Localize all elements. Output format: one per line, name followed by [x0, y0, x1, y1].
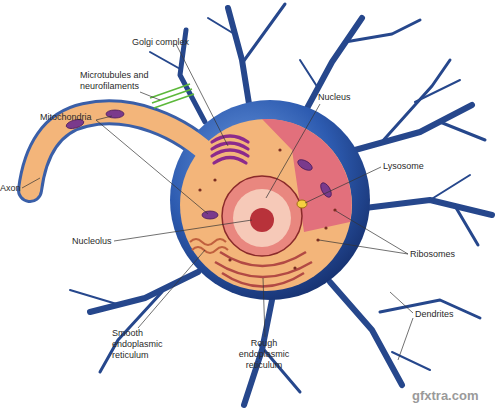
part-label: Golgi complex — [132, 37, 222, 48]
leader-lines — [22, 44, 413, 360]
leader-line — [319, 240, 408, 254]
part-label: Dendrites — [415, 309, 485, 320]
nucleus — [222, 176, 302, 256]
dendrite — [70, 290, 120, 305]
leader-line — [140, 92, 160, 100]
golgi-complex — [212, 136, 248, 163]
ribosomes — [198, 148, 336, 269]
golgi-cisterna — [212, 136, 248, 142]
ribosome — [293, 266, 296, 269]
part-label: Rough endoplasmic reticulum — [236, 338, 292, 371]
leader-line — [138, 250, 205, 328]
leader-line — [266, 104, 320, 198]
part-label: Mitochondria — [40, 112, 110, 123]
leader-line — [336, 211, 408, 254]
ribosome — [324, 226, 327, 229]
part-label: Axon — [0, 183, 40, 194]
watermark: gfxtra.com — [412, 388, 498, 403]
dendrite — [345, 20, 420, 42]
ribosome — [278, 148, 281, 151]
dendrite — [440, 122, 485, 140]
part-label: Nucleus — [318, 92, 378, 103]
dendrites — [70, 4, 492, 405]
ribosome — [228, 258, 231, 261]
microtubule — [154, 94, 194, 108]
leader-line — [96, 116, 112, 120]
ribosome — [213, 178, 216, 181]
part-label: Smooth endoplasmic reticulum — [112, 328, 166, 361]
dendrite — [365, 200, 492, 215]
leader-line — [176, 44, 228, 146]
golgi-cisterna — [214, 158, 246, 164]
dendrite — [208, 18, 236, 35]
mitochondrion — [319, 181, 334, 199]
part-label: Nucleolus — [72, 236, 132, 247]
mitochondrion — [202, 211, 218, 219]
dendrite — [415, 80, 460, 102]
dendrite — [330, 282, 402, 385]
part-label: Microtubules and neurofilaments — [80, 70, 164, 92]
leader-line — [114, 220, 252, 241]
axon-core — [30, 112, 215, 190]
rough-er — [215, 252, 312, 287]
leader-line — [22, 178, 40, 188]
er-membrane — [215, 262, 312, 277]
leader-line — [263, 278, 265, 337]
dendrite — [455, 206, 478, 245]
dendrite — [243, 4, 285, 62]
part-label: Ribosomes — [410, 249, 480, 260]
golgi-cisterna — [212, 143, 248, 149]
dendrite — [300, 60, 318, 88]
golgi-cisterna — [212, 150, 248, 156]
dendrite — [392, 352, 430, 370]
dendrite — [90, 272, 198, 312]
microtubules — [150, 84, 194, 108]
leader-line — [398, 318, 413, 360]
smooth-er — [190, 239, 228, 253]
mitochondrion — [296, 158, 314, 173]
part-label: Lysosome — [383, 161, 443, 172]
nucleoplasm — [233, 189, 291, 247]
ribosome — [198, 188, 201, 191]
leader-line — [390, 292, 413, 313]
cell-body — [170, 100, 370, 300]
dendrite — [150, 52, 182, 70]
leader-line — [305, 167, 381, 203]
nucleolus — [250, 208, 274, 232]
leader-line — [96, 120, 208, 214]
nuclear-envelope — [222, 176, 302, 256]
lysosome — [297, 200, 307, 208]
dendrite — [430, 175, 470, 200]
